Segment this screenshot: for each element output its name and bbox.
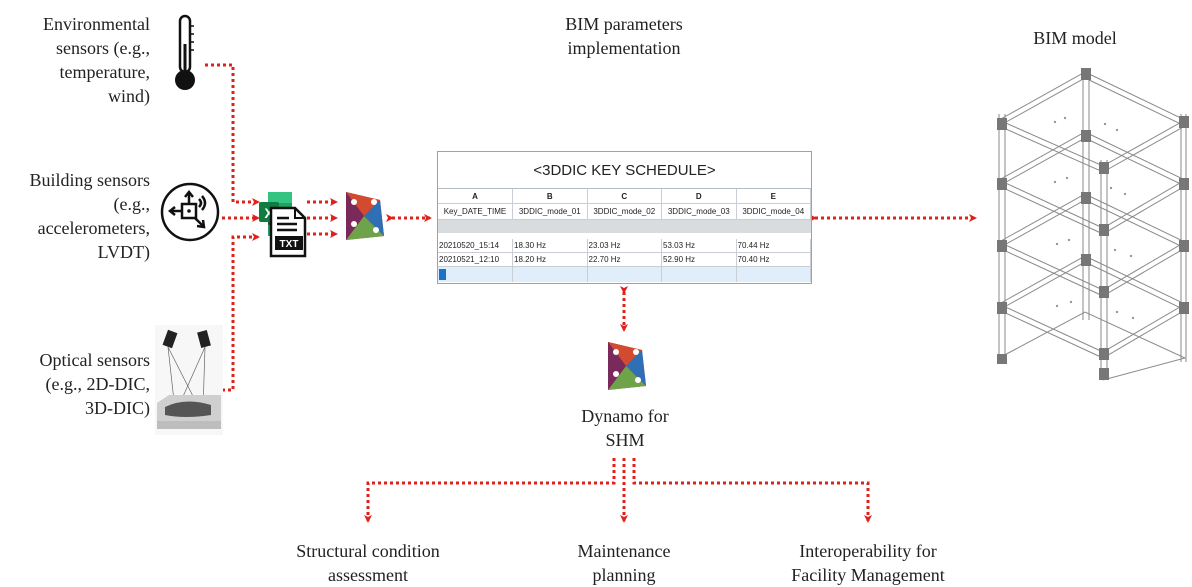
column-letter: A	[438, 189, 513, 204]
accelerometer-icon	[160, 182, 220, 242]
dynamo-shm-label: Dynamo for SHM	[581, 406, 669, 450]
column-header: Key_DATE_TIME	[438, 203, 513, 220]
table-row-new	[438, 266, 811, 282]
table-cell[interactable]: 70.40 Hz	[736, 252, 811, 267]
schedule-separator-band	[438, 219, 811, 233]
structural-condition-label: Structural condition assessment	[296, 541, 440, 585]
column-header: 3DDIC_mode_01	[512, 203, 588, 220]
column-letter: C	[587, 189, 662, 204]
table-cell[interactable]: 22.70 Hz	[587, 252, 662, 267]
table-cell[interactable]: 18.20 Hz	[512, 252, 588, 267]
schedule-header-row: Key_DATE_TIME 3DDIC_mode_01 3DDIC_mode_0…	[438, 203, 811, 220]
table-cell[interactable]: 20210521_12:10	[438, 252, 513, 267]
table-cell[interactable]: 52.90 Hz	[661, 252, 737, 267]
schedule-title: <3DDIC KEY SCHEDULE>	[438, 152, 811, 189]
output-interoperability-connector	[632, 458, 872, 523]
optical-sensor-connector	[222, 233, 260, 392]
thermometer-icon	[175, 14, 195, 90]
column-letter: D	[661, 189, 737, 204]
column-header: 3DDIC_mode_03	[661, 203, 737, 220]
building-sensors-label: Building sensors (e.g., accelerometers, …	[29, 170, 150, 262]
table-cell[interactable]: 18.30 Hz	[512, 239, 588, 253]
column-letter: E	[736, 189, 811, 204]
output-structural-connector	[364, 458, 616, 523]
maintenance-planning-label: Maintenance planning	[577, 541, 671, 585]
key-schedule-table: <3DDIC KEY SCHEDULE> A B C D E Key_DATE_…	[437, 151, 812, 284]
column-header: 3DDIC_mode_02	[587, 203, 662, 220]
env-sensor-connector	[205, 63, 260, 206]
table-cell[interactable]: 53.03 Hz	[661, 239, 737, 253]
dic-camera-setup-icon	[155, 325, 223, 435]
optical-sensors-label: Optical sensors (e.g., 2D-DIC, 3D-DIC)	[39, 350, 150, 418]
txt-file-icon: TXT	[269, 206, 307, 258]
bim-model-frame-icon	[997, 68, 1189, 381]
interoperability-label: Interoperability for Facility Management	[791, 541, 945, 585]
table-cell[interactable]	[512, 266, 588, 282]
table-cell[interactable]	[661, 266, 737, 282]
active-cell[interactable]	[438, 266, 513, 282]
bim-model-title: BIM model	[1033, 28, 1117, 48]
table-row: 20210521_12:10 18.20 Hz 22.70 Hz 52.90 H…	[438, 252, 811, 267]
table-cell[interactable]: 20210520_15:14	[438, 239, 513, 253]
schedule-column-letters: A B C D E	[438, 189, 811, 204]
column-letter: B	[512, 189, 588, 204]
dynamo-logo-icon	[346, 192, 384, 240]
table-cell[interactable]	[587, 266, 662, 282]
dynamo-shm-logo-icon	[608, 342, 646, 390]
column-header: 3DDIC_mode_04	[736, 203, 811, 220]
txt-label: TXT	[280, 239, 299, 250]
table-cell[interactable]: 23.03 Hz	[587, 239, 662, 253]
bim-parameters-title: BIM parameters implementation	[565, 14, 683, 58]
excel-letter: X	[264, 205, 274, 221]
environmental-sensors-label: Environmental sensors (e.g., temperature…	[43, 14, 150, 106]
text-cursor	[439, 269, 446, 280]
table-cell[interactable]	[736, 266, 811, 282]
table-row: 20210520_15:14 18.30 Hz 23.03 Hz 53.03 H…	[438, 239, 811, 253]
table-cell[interactable]: 70.44 Hz	[736, 239, 811, 253]
